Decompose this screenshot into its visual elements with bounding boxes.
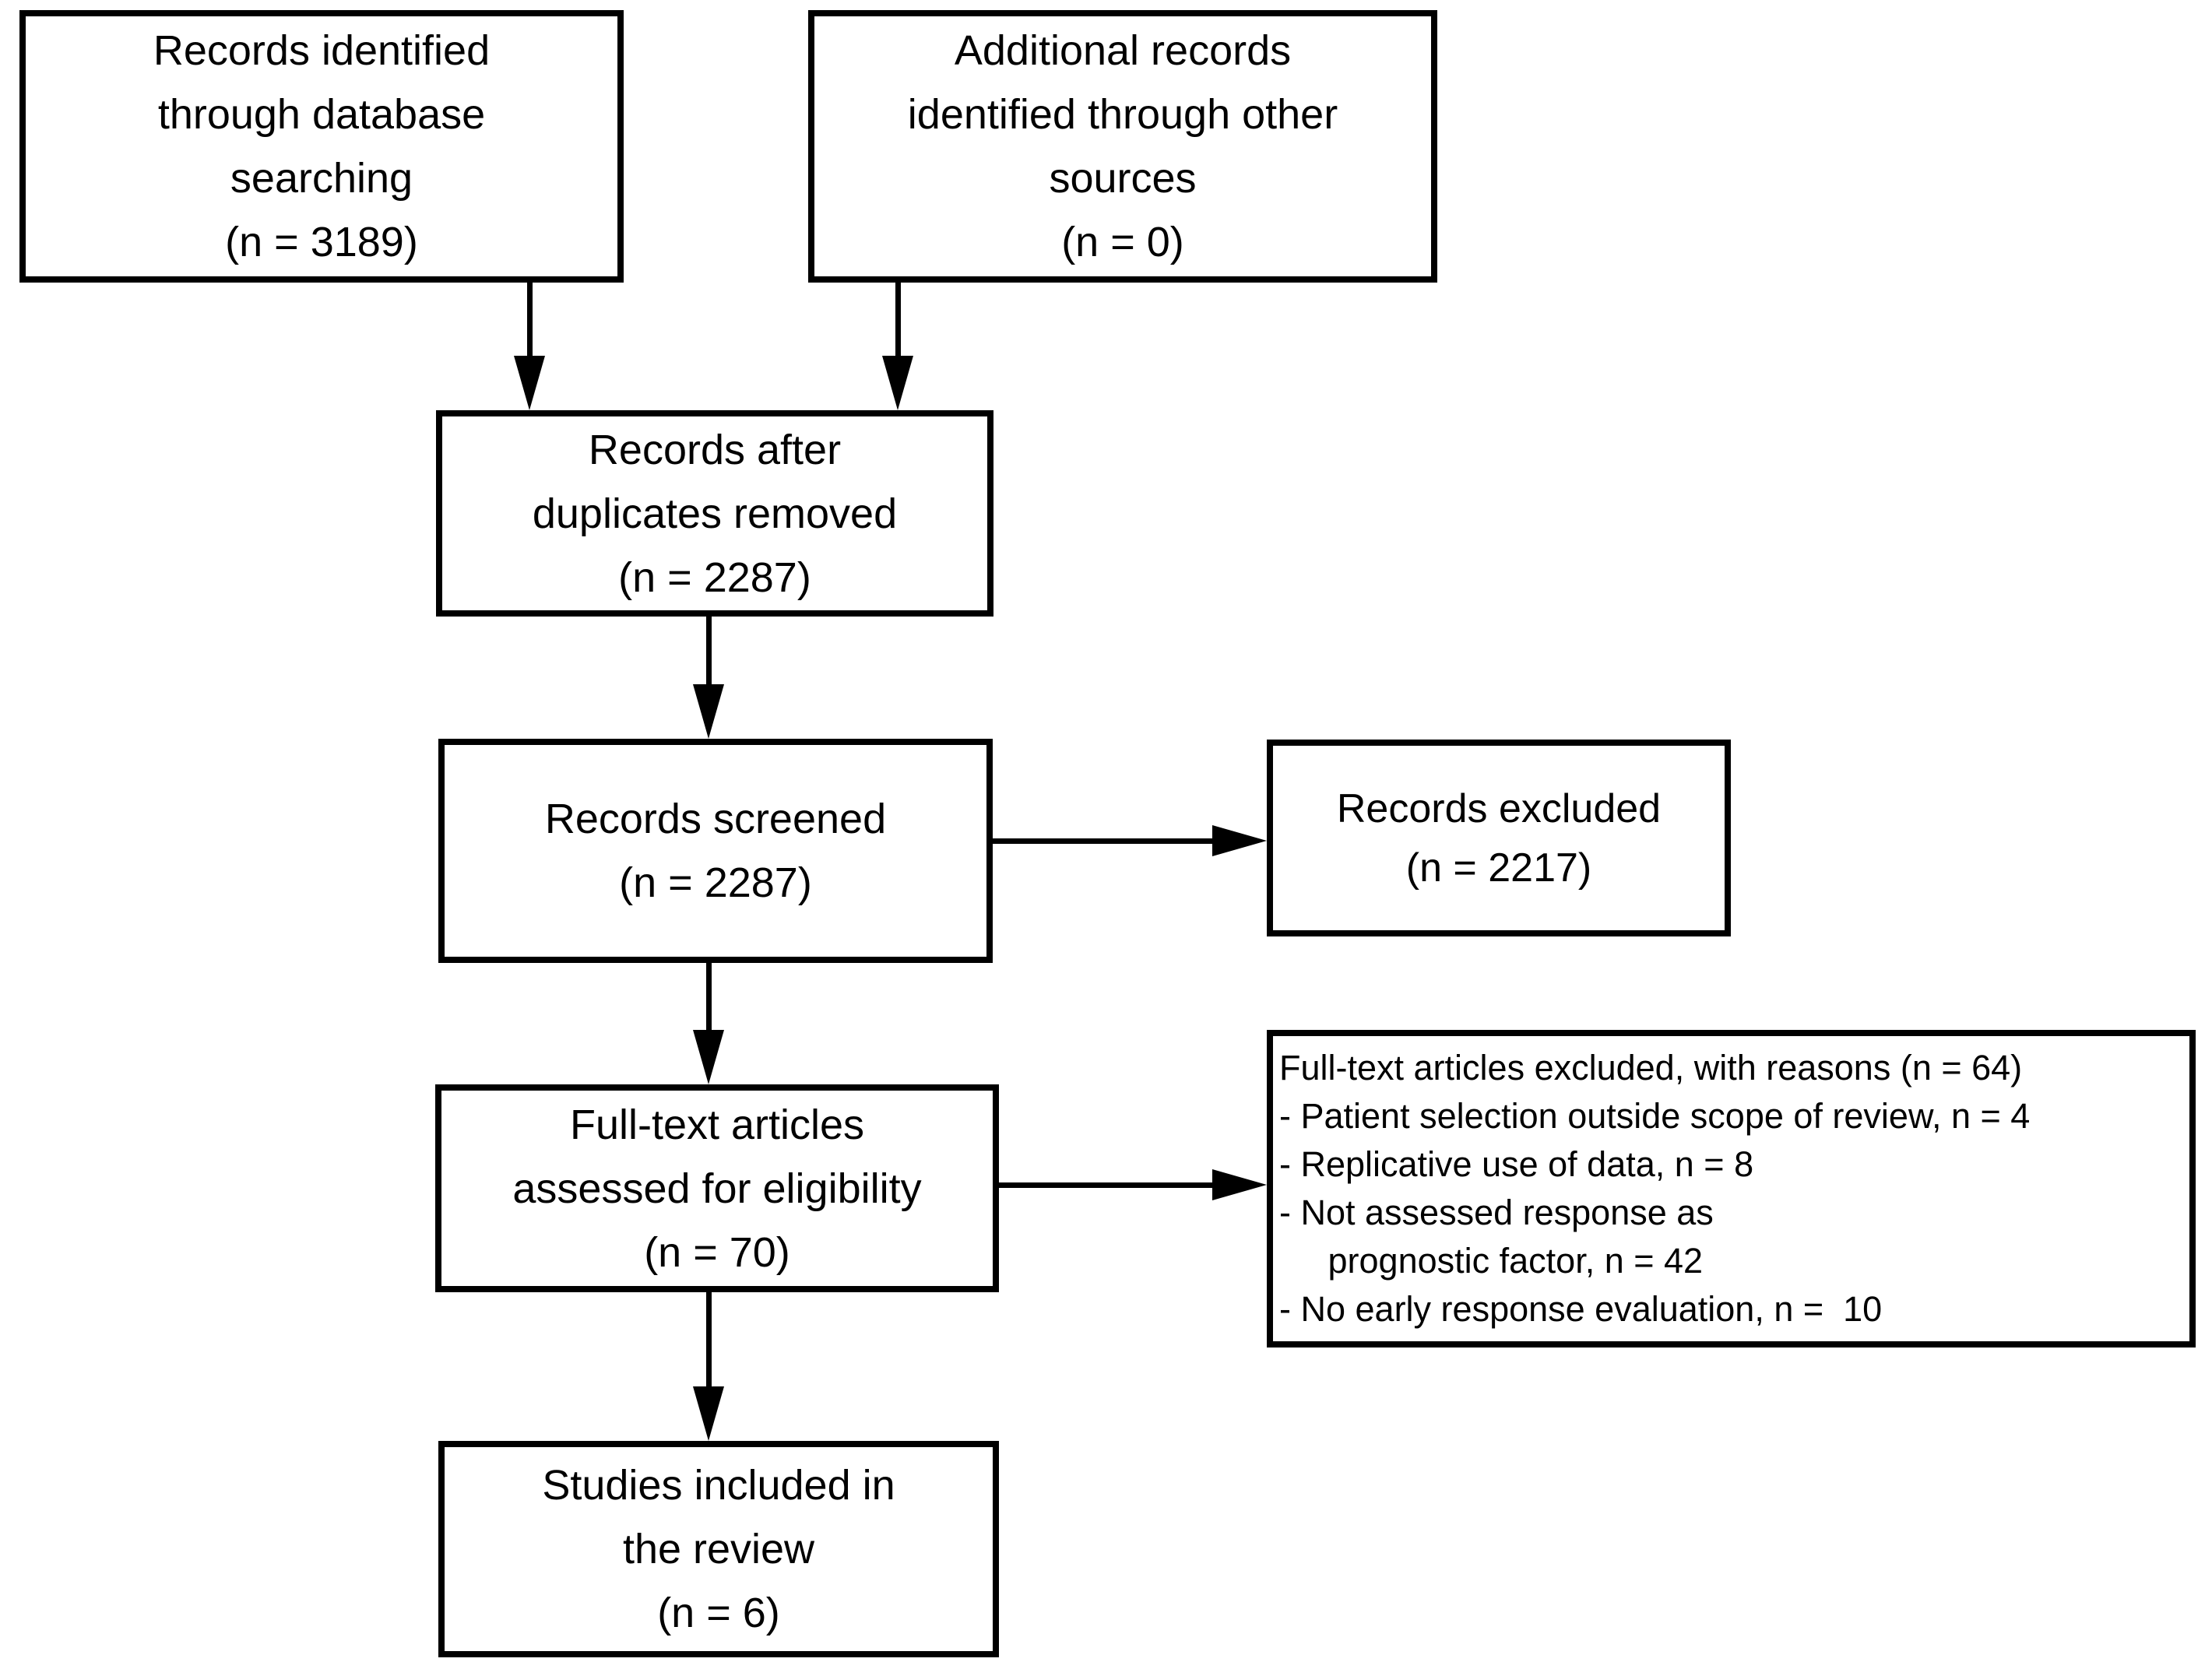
- box-text-line: Records excluded: [1336, 785, 1662, 831]
- box-text-line: - Patient selection outside scope of rev…: [1279, 1096, 2031, 1136]
- box-text-line: duplicates removed: [532, 490, 898, 537]
- box-text-line: the review: [622, 1526, 815, 1572]
- box-records-excluded: Records excluded (n = 2217): [1267, 740, 1731, 936]
- box-text-line: sources: [1049, 155, 1197, 202]
- arrow-fulltext-to-excluded-head: [1212, 1169, 1267, 1200]
- box-text-line: (n = 70): [644, 1228, 790, 1276]
- arrow-identified-to-duplicates-head: [514, 356, 545, 410]
- box-text-line: Full-text articles: [569, 1101, 865, 1148]
- box-studies-included: Studies included in the review (n = 6): [438, 1441, 999, 1657]
- box-text-line: assessed for eligibility: [512, 1165, 922, 1212]
- box-text-line: Records screened: [544, 796, 887, 842]
- box-text-line: identified through other: [907, 91, 1338, 138]
- box-fulltext-excluded-reasons: Full-text articles excluded, with reason…: [1267, 1030, 2196, 1347]
- box-text-line: Studies included in: [542, 1462, 895, 1509]
- box-text-line: (n = 2217): [1405, 845, 1592, 891]
- box-records-after-duplicates: Records after duplicates removed (n = 22…: [436, 410, 993, 617]
- box-text-line: - No early response evaluation, n = 10: [1279, 1289, 1883, 1329]
- box-records-identified: Records identified through database sear…: [19, 10, 624, 283]
- arrow-screened-to-fulltext-line: [706, 963, 712, 1032]
- box-text-line: - Replicative use of data, n = 8: [1279, 1144, 1754, 1184]
- box-text-line: Records after: [588, 426, 842, 473]
- box-text-line: (n = 0): [1061, 219, 1184, 265]
- box-records-screened: Records screened (n = 2287): [438, 739, 993, 963]
- box-text-line: Additional records: [954, 27, 1292, 74]
- box-text-line: (n = 6): [657, 1590, 780, 1636]
- box-text-line: (n = 3189): [225, 219, 418, 265]
- arrow-fulltext-to-included-head: [693, 1386, 724, 1441]
- arrow-duplicates-to-screened-line: [706, 617, 712, 687]
- box-text-line: searching: [230, 155, 413, 202]
- arrow-additional-to-duplicates-line: [895, 283, 901, 358]
- box-text-line: - Not assessed response as: [1279, 1193, 1714, 1232]
- arrow-additional-to-duplicates-head: [882, 356, 913, 410]
- box-text-line: Records identified: [153, 27, 491, 74]
- box-text-line: (n = 2287): [618, 553, 811, 601]
- arrow-screened-to-excluded-head: [1212, 825, 1267, 856]
- arrow-fulltext-to-excluded-line: [999, 1182, 1215, 1188]
- box-text-line: through database: [157, 91, 486, 138]
- box-fulltext-assessed: Full-text articles assessed for eligibil…: [435, 1084, 999, 1292]
- box-text-line: (n = 2287): [619, 859, 812, 906]
- box-text-line: Full-text articles excluded, with reason…: [1279, 1048, 2023, 1087]
- box-text-line: prognostic factor, n = 42: [1279, 1241, 1704, 1281]
- arrow-duplicates-to-screened-head: [693, 684, 724, 739]
- arrow-identified-to-duplicates-line: [527, 283, 533, 358]
- arrow-fulltext-to-included-line: [706, 1292, 712, 1389]
- box-additional-records: Additional records identified through ot…: [808, 10, 1437, 283]
- arrow-screened-to-excluded-line: [993, 838, 1215, 844]
- arrow-screened-to-fulltext-head: [693, 1030, 724, 1084]
